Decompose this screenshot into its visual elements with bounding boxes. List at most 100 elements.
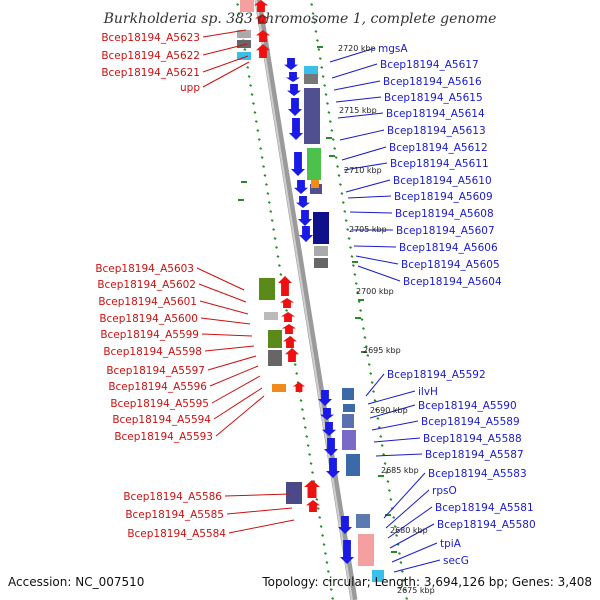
- leader-line-reverse: [211, 375, 261, 404]
- tick-right: [333, 147, 337, 150]
- feature-box: [259, 278, 275, 300]
- tick-left: [311, 471, 314, 474]
- tick-right: [340, 192, 344, 195]
- forward-gene-label: Bcep18194_A5587: [425, 449, 524, 461]
- leader-line-forward: [371, 420, 419, 431]
- tick-left: [252, 102, 255, 105]
- forward-gene-label: Bcep18194_A5592: [387, 369, 486, 381]
- tick-right: [321, 75, 325, 78]
- tick-left: [305, 435, 309, 438]
- forward-gene-label: Bcep18194_A5580: [437, 519, 536, 531]
- forward-gene-arrow: [322, 422, 336, 436]
- leader-line-forward: [367, 390, 416, 405]
- reverse-gene-arrow: [293, 382, 305, 392]
- tick-right: [328, 120, 332, 123]
- feature-box: [237, 40, 251, 48]
- leader-line-forward: [369, 404, 416, 419]
- reverse-gene-arrow: [283, 336, 297, 348]
- reverse-gene-arrow: [304, 480, 320, 498]
- kbp-label: 2705 kbp: [349, 225, 387, 234]
- leader-line-forward: [373, 437, 421, 443]
- feature-box: [342, 388, 354, 400]
- forward-gene-label: ilvH: [418, 386, 438, 398]
- feature-box: [304, 88, 320, 144]
- tick-right: [347, 237, 351, 240]
- tick-left: [295, 372, 299, 375]
- tick-left: [236, 3, 240, 6]
- feature-box: [343, 404, 355, 412]
- tick-right: [362, 327, 365, 330]
- reverse-gene-arrow: [282, 324, 296, 334]
- forward-gene-arrow: [340, 540, 354, 564]
- leader-line-forward: [347, 195, 392, 199]
- feature-box: [314, 246, 328, 256]
- tick-left: [299, 399, 303, 402]
- tick-right: [373, 399, 377, 402]
- tick-right: [323, 84, 327, 87]
- tick-right: [334, 156, 338, 159]
- forward-gene-arrow: [287, 84, 301, 96]
- tick-left: [253, 111, 257, 114]
- tick-left: [326, 570, 330, 573]
- forward-gene-label: Bcep18194_A5615: [384, 92, 483, 104]
- tick-right: [331, 138, 335, 141]
- forward-gene-label: Bcep18194_A5607: [396, 225, 495, 237]
- feature-box: [304, 66, 318, 74]
- tick-left: [243, 48, 247, 51]
- tick-right: [399, 561, 403, 564]
- leader-line-reverse: [198, 283, 247, 303]
- tick-marks: [236, 3, 409, 600]
- reverse-gene-label: Bcep18194_A5601: [98, 296, 197, 308]
- tick-right: [326, 102, 329, 105]
- tick-left: [266, 192, 270, 195]
- leader-line-reverse: [226, 507, 293, 515]
- leader-line-reverse: [199, 300, 249, 315]
- tick-left: [279, 273, 283, 276]
- leader-line-reverse: [224, 493, 291, 497]
- leader-line-forward: [389, 523, 435, 549]
- reverse-gene-arrow: [306, 500, 320, 512]
- feature-boxes: [237, 0, 384, 582]
- feature-box: [264, 312, 278, 320]
- tick-right: [374, 408, 378, 411]
- tick-right: [336, 165, 340, 168]
- reverse-gene-label: Bcep18194_A5595: [110, 398, 209, 410]
- leader-line-reverse: [202, 29, 247, 38]
- forward-gene-label: Bcep18194_A5605: [401, 259, 500, 271]
- leader-line-reverse: [202, 55, 249, 73]
- tick-left: [321, 534, 325, 537]
- leader-line-forward: [353, 245, 397, 248]
- tick-left: [262, 165, 266, 168]
- feature-box: [268, 350, 282, 366]
- forward-gene-label: Bcep18194_A5609: [394, 191, 493, 203]
- leader-line-forward: [333, 80, 381, 91]
- kbp-label: 2700 kbp: [356, 287, 394, 296]
- reverse-gene-label: upp: [180, 82, 200, 94]
- kbp-label: 2690 kbp: [370, 406, 408, 415]
- tick-right: [338, 183, 342, 186]
- forward-gene-label: secG: [443, 555, 469, 567]
- reverse-gene-arrow: [255, 14, 269, 24]
- feature-box: [307, 148, 321, 180]
- tick-left: [256, 129, 260, 132]
- forward-gene-arrow: [338, 516, 352, 534]
- tick-left: [260, 156, 264, 159]
- tick-right: [405, 597, 409, 600]
- forward-gene-arrow: [291, 152, 305, 176]
- leader-line-forward: [383, 472, 426, 519]
- kbp-label: 2675 kbp: [397, 586, 435, 595]
- leader-line-forward: [339, 129, 385, 141]
- tick-right: [385, 471, 388, 474]
- feature-box: [314, 258, 328, 268]
- tick-right: [403, 588, 407, 591]
- feature-box: [356, 514, 370, 528]
- tick-left: [325, 561, 329, 564]
- kbp-label: 2680 kbp: [390, 526, 428, 535]
- tick-right: [393, 525, 397, 528]
- tick-right: [311, 12, 315, 15]
- feature-box: [237, 52, 251, 60]
- tick-right: [353, 273, 357, 276]
- leader-line-reverse: [200, 317, 251, 325]
